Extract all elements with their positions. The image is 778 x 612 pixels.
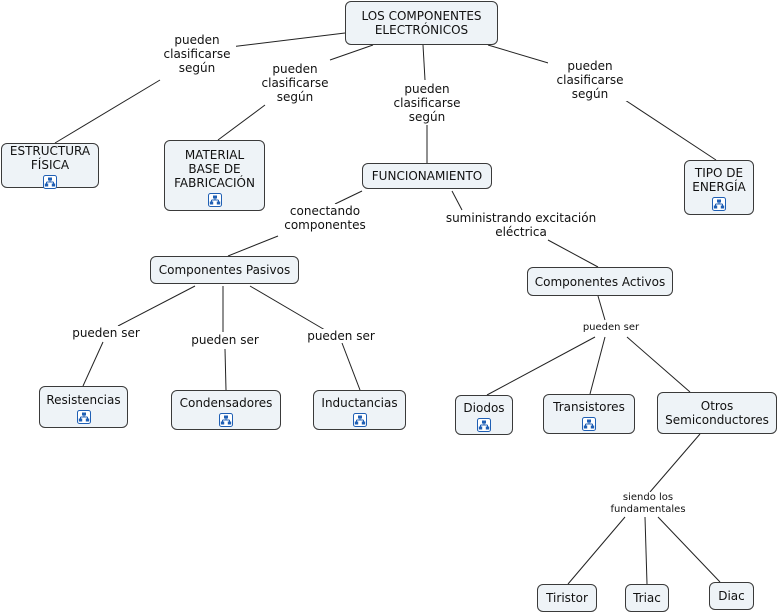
submap-icon[interactable] <box>207 192 222 207</box>
concept-text: MATERIAL BASE DE FABRICACIÓN <box>174 147 255 190</box>
concept-text: Condensadores <box>179 396 273 410</box>
concept-text: Otros Semiconductores <box>665 399 769 427</box>
link-label-clasificarse-material: pueden clasificarse según <box>254 62 336 104</box>
concept-tiristor[interactable]: Tiristor <box>537 584 597 612</box>
submap-icon[interactable] <box>582 417 596 431</box>
concept-text: Diodos <box>463 401 505 415</box>
concept-text: Triac <box>633 591 661 605</box>
concept-condensadores[interactable]: Condensadores <box>171 390 281 430</box>
concept-text: LOS COMPONENTES ELECTRÓNICOS <box>361 9 482 37</box>
link-label-siendo-fundamentales: siendo los fundamentales <box>600 492 696 516</box>
concept-inductancias[interactable]: Inductancias <box>313 390 406 430</box>
concept-text: TIPO DE ENERGÍA <box>692 166 746 194</box>
link-label-pueden-ser-condensadores: pueden ser <box>185 333 265 347</box>
concept-triac[interactable]: Triac <box>625 584 669 612</box>
link-label-pueden-ser-resistencias: pueden ser <box>66 326 146 340</box>
link-label-clasificarse-funcionamiento: pueden clasificarse según <box>386 82 468 124</box>
submap-icon[interactable] <box>477 418 491 432</box>
concept-text: Transistores <box>553 400 625 414</box>
concept-text: Diac <box>718 589 745 603</box>
concept-text: Componentes Activos <box>534 274 666 289</box>
link-label-suministrando: suministrando excitación eléctrica <box>438 211 604 239</box>
concept-funcionamiento[interactable]: FUNCIONAMIENTO <box>362 163 492 189</box>
concept-text: ESTRUCTURA FÍSICA <box>9 144 91 172</box>
submap-icon[interactable] <box>76 410 91 424</box>
submap-icon[interactable] <box>43 175 57 189</box>
concept-componentes-pasivos[interactable]: Componentes Pasivos <box>150 256 299 284</box>
concept-componentes-activos[interactable]: Componentes Activos <box>527 267 673 296</box>
concept-transistores[interactable]: Transistores <box>543 394 635 434</box>
concept-diodos[interactable]: Diodos <box>455 395 513 435</box>
concept-estructura-fisica[interactable]: ESTRUCTURA FÍSICA <box>1 143 99 189</box>
link-label-clasificarse-energia: pueden clasificarse según <box>548 59 632 101</box>
link-label-pueden-ser-inductancias: pueden ser <box>301 329 381 343</box>
concept-resistencias[interactable]: Resistencias <box>39 386 128 428</box>
concept-text: Componentes Pasivos <box>158 263 291 277</box>
concept-material-base-fabricacion[interactable]: MATERIAL BASE DE FABRICACIÓN <box>164 140 265 211</box>
concept-otros-semiconductores[interactable]: Otros Semiconductores <box>657 392 777 434</box>
concept-diac[interactable]: Diac <box>709 582 754 610</box>
link-label-clasificarse-estructura: pueden clasificarse según <box>158 33 236 75</box>
concept-text: Tiristor <box>546 591 588 605</box>
link-label-conectando: conectando componentes <box>276 204 374 232</box>
submap-icon[interactable] <box>712 197 726 211</box>
submap-icon[interactable] <box>219 413 233 427</box>
link-label-pueden-ser-activos: pueden ser <box>577 322 645 334</box>
submap-icon[interactable] <box>352 413 367 427</box>
concept-text: FUNCIONAMIENTO <box>371 169 483 183</box>
concept-text: Inductancias <box>321 396 398 410</box>
concept-text: Resistencias <box>46 393 121 407</box>
concept-tipo-de-energia[interactable]: TIPO DE ENERGÍA <box>684 160 754 215</box>
concept-los-componentes-electronicos[interactable]: LOS COMPONENTES ELECTRÓNICOS <box>345 1 498 45</box>
